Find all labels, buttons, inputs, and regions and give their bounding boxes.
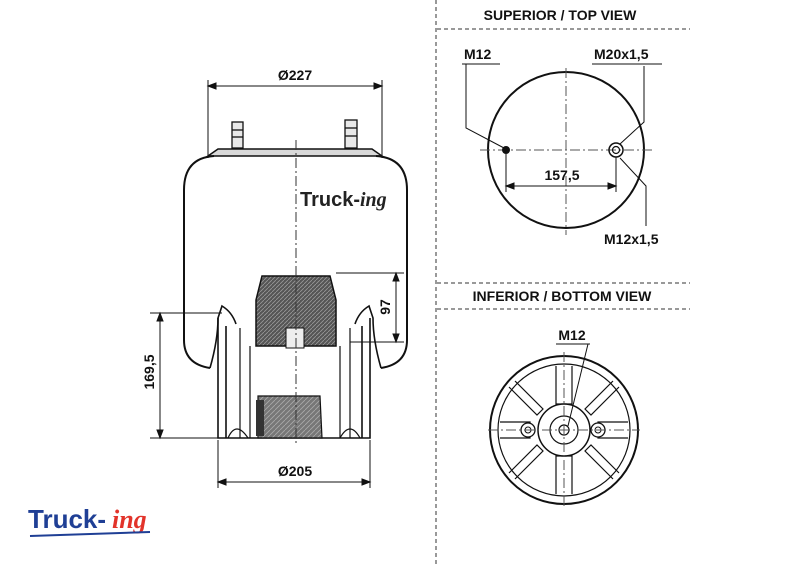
thread-top-right: M20x1,5 [594, 46, 649, 62]
logo-underline [29, 531, 151, 537]
dim-top-diameter: Ø227 [278, 67, 312, 83]
dim-height: 169,5 [141, 354, 157, 389]
piston-base-insert [257, 395, 323, 439]
dim-bottom-diameter: Ø205 [278, 463, 312, 479]
thread-top-left: M12 [464, 46, 491, 62]
leader-top-right [619, 66, 645, 145]
bottom-view-title: INFERIOR / BOTTOM VIEW [473, 288, 652, 304]
view-separators [435, 0, 690, 565]
top-studs [231, 119, 358, 149]
leader-top-lower [619, 157, 647, 226]
bellow-rolled-lobe [209, 304, 382, 369]
top-view-title: SUPERIOR / TOP VIEW [484, 7, 638, 23]
air-fitting-inner [611, 145, 621, 155]
brand-logo: Truck- ing [28, 504, 151, 537]
watermark-brand: Truck- [300, 189, 360, 211]
stud-left [231, 121, 244, 149]
bump-stop-bolt [285, 327, 305, 349]
leader-bottom-center [567, 343, 589, 427]
top-plate [205, 148, 385, 157]
dim-bolt-spacing: 157,5 [544, 167, 579, 183]
bottom-view [488, 343, 640, 508]
dim-piston-height: 97 [377, 299, 393, 315]
bellow-outline [183, 155, 408, 369]
piston-inner-wall [239, 328, 351, 438]
lower-bolt [256, 400, 264, 436]
side-dimensions [150, 80, 404, 488]
watermark-brand-suffix: ing [360, 189, 387, 211]
top-view [462, 63, 662, 235]
thread-bottom-center: M12 [558, 327, 585, 343]
logo-brand-name: Truck- [28, 504, 106, 534]
leader-top-left [465, 64, 505, 149]
thread-top-lower: M12x1,5 [604, 231, 659, 247]
stud-right [344, 119, 358, 149]
logo-brand-suffix: ing [112, 505, 147, 534]
side-view: Truck- ing [183, 119, 408, 445]
base-arches [227, 428, 361, 439]
